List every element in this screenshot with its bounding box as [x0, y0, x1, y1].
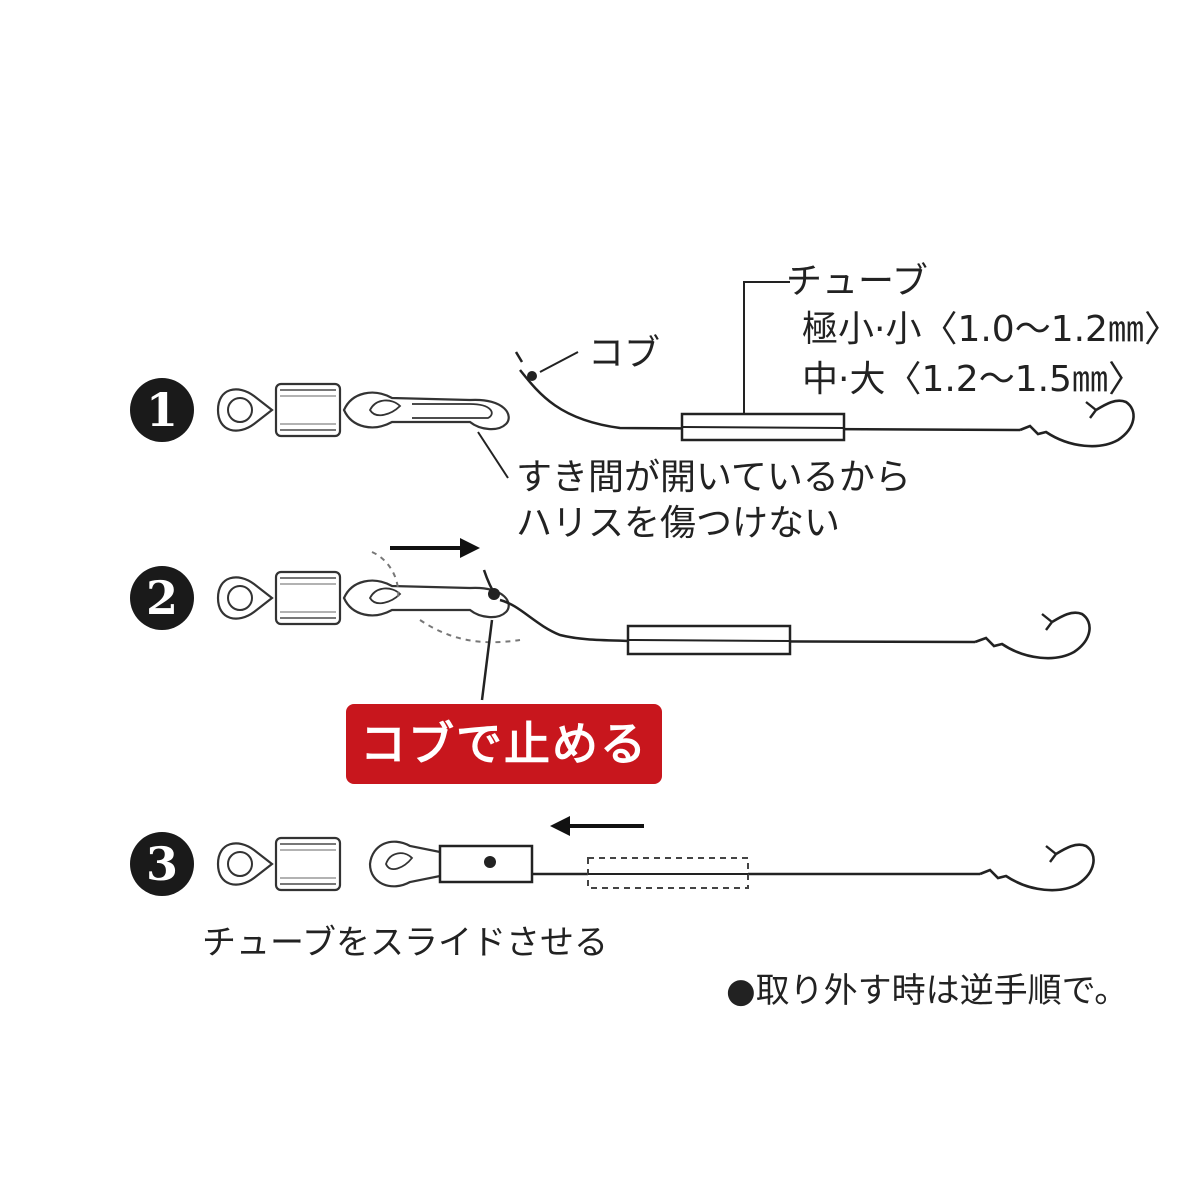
tube-size-small: 極小·小〈1.0〜1.2㎜〉: [802, 309, 1180, 350]
gap-note-line2: ハリスを傷つけない: [516, 503, 841, 544]
tube-title: チューブ: [786, 261, 928, 302]
step-number-2: 2: [130, 566, 194, 630]
gap-note-line1: すき間が開いているから: [516, 457, 911, 498]
kobu-label: コブ: [588, 333, 661, 374]
step-number-1: 1: [130, 378, 194, 442]
step-number-3: 3: [130, 832, 194, 896]
removal-note: ●取り外す時は逆手順で。: [726, 971, 1129, 1011]
step1-rig: [216, 281, 1135, 479]
tube-size-large: 中·大〈1.2〜1.5㎜〉: [802, 359, 1144, 400]
slide-tube-label: チューブをスライドさせる: [202, 923, 608, 963]
step2-rig: [216, 538, 1091, 701]
stop-with-knot-callout: コブで止める: [346, 704, 662, 784]
step3-rig: [216, 816, 1095, 892]
